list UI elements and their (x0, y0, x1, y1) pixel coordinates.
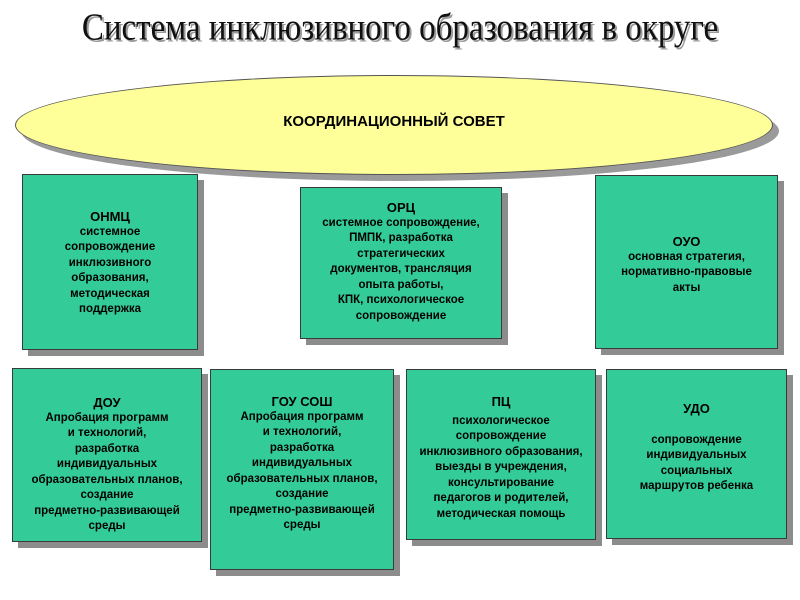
box-ouo-text: основная стратегия, нормативно-правовые … (621, 250, 752, 294)
box-dou-title: ДОУ (93, 395, 121, 410)
council-label: КООРДИНАЦИОННЫЙ СОВЕТ (283, 112, 505, 130)
box-pc: ПЦ психологическое сопровождение инклюзи… (406, 369, 596, 540)
box-ouo-title: ОУО (672, 234, 701, 249)
box-dou: ДОУ Апробация программ и технологий, раз… (12, 368, 202, 542)
box-gou-sosh-text: Апробация программ и технологий, разрабо… (226, 410, 378, 532)
box-ouo: ОУО основная стратегия, нормативно-право… (595, 175, 778, 349)
box-gou-sosh-title: ГОУ СОШ (271, 394, 333, 409)
box-onmc: ОНМЦ системное сопровождение инклюзивног… (22, 174, 198, 350)
coordination-council: КООРДИНАЦИОННЫЙ СОВЕТ (15, 75, 773, 175)
box-onmc-title: ОНМЦ (90, 209, 130, 224)
slide-title: Система инклюзивного образования в округ… (81, 7, 719, 49)
box-udo-title: УДО (683, 401, 710, 416)
box-pc-title: ПЦ (491, 394, 511, 409)
box-gou-sosh: ГОУ СОШ Апробация программ и технологий,… (210, 369, 394, 570)
box-onmc-text: системное сопровождение инклюзивного обр… (64, 225, 156, 316)
box-dou-text: Апробация программ и технологий, разрабо… (31, 411, 183, 533)
box-orc: ОРЦ системное сопровождение, ПМПК, разра… (300, 187, 502, 339)
box-udo: УДО сопровождение индивидуальных социаль… (606, 369, 787, 539)
box-udo-text: сопровождение индивидуальных социальных … (639, 433, 754, 493)
box-pc-text: психологическое сопровождение инклюзивно… (419, 414, 583, 520)
box-orc-text: системное сопровождение, ПМПК, разработк… (322, 216, 480, 322)
box-orc-title: ОРЦ (386, 200, 416, 215)
